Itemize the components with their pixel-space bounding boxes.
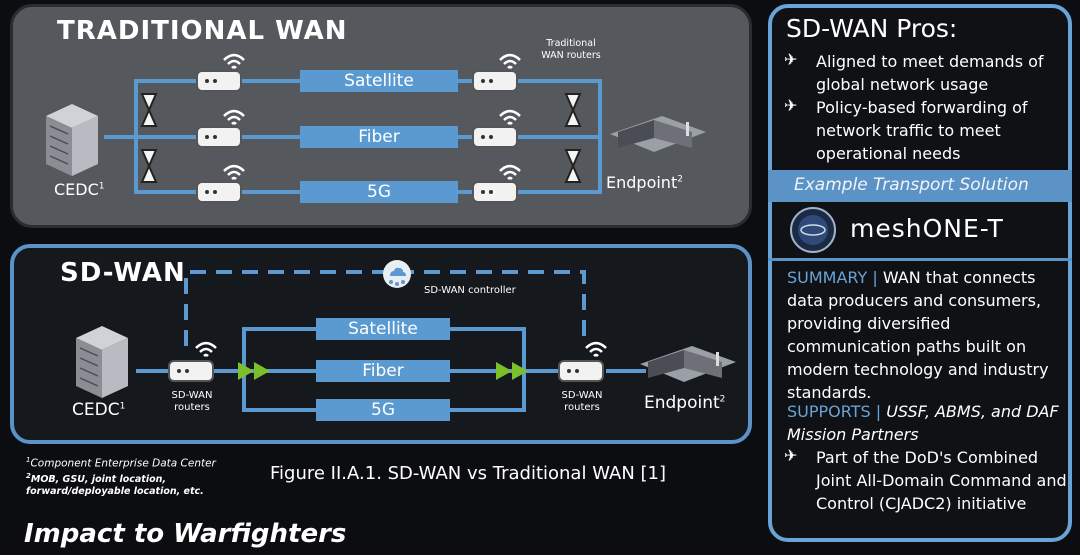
trad-link-5g: 5G: [300, 181, 458, 203]
wifi-icon: [499, 53, 521, 69]
cloud-controller-icon: [383, 260, 411, 288]
sd-line-source: [136, 369, 178, 373]
endpoint-building-icon: [640, 346, 736, 382]
trad-link-satellite: Satellite: [300, 70, 458, 92]
supports-item: Part of the DoD's Combined Joint All-Dom…: [816, 448, 1067, 513]
endpoint-building-icon: [610, 116, 706, 152]
sd-link-fiber: Fiber: [316, 360, 450, 382]
hourglass-icon: [140, 149, 158, 183]
meshone-logo-icon: [790, 207, 836, 253]
summary-block: SUMMARY | WAN that connects data produce…: [787, 268, 1049, 402]
sd-link-satellite: Satellite: [316, 318, 450, 340]
wifi-icon: [499, 109, 521, 125]
pros-item-2: Policy-based forwarding of network traff…: [816, 98, 1028, 163]
figure-caption: Figure II.A.1. SD-WAN vs Traditional WAN…: [270, 463, 666, 484]
pros-title: SD-WAN Pros:: [786, 14, 958, 43]
trad-router-left-1: [196, 70, 242, 92]
sdwan-pros-panel: [768, 4, 1072, 542]
trad-line-source: [104, 135, 134, 139]
trad-router-right-2: [472, 126, 518, 148]
pros-item-1: Aligned to meet demands of global networ…: [816, 52, 1044, 94]
trad-router-left-3: [196, 181, 242, 203]
traditional-wan-title: TRADITIONAL WAN: [57, 16, 348, 46]
hourglass-icon: [140, 93, 158, 127]
trad-cedc-label: CEDC1: [54, 180, 105, 199]
wifi-icon: [223, 164, 245, 180]
wifi-icon: [223, 109, 245, 125]
supports-block: SUPPORTS | USSF, ABMS, and DAF Mission P…: [787, 402, 1059, 444]
plane-bullet-icon: ✈: [784, 50, 798, 69]
sd-left-router-label: SD-WAN routers: [171, 390, 213, 413]
sdwan-controller-label: SD-WAN controller: [424, 285, 516, 296]
section-heading: Impact to Warfighters: [24, 519, 347, 549]
sd-right-router-label: SD-WAN routers: [561, 390, 603, 413]
sd-router-left: [168, 360, 214, 382]
plane-bullet-icon: ✈: [784, 446, 798, 465]
traditional-router-note: Traditional WAN routers: [541, 38, 601, 61]
hourglass-icon: [564, 93, 582, 127]
wifi-icon: [585, 341, 607, 357]
trad-endpoint-label: Endpoint2: [606, 173, 683, 192]
trad-router-right-3: [472, 181, 518, 203]
trad-router-right-1: [472, 70, 518, 92]
sd-cedc-label: CEDC1: [72, 400, 126, 420]
sd-router-right: [558, 360, 604, 382]
divider: [768, 258, 1072, 261]
wifi-icon: [223, 53, 245, 69]
server-rack-icon: [76, 326, 128, 398]
sd-line-dest: [606, 369, 646, 373]
solution-name: meshONE-T: [850, 214, 1004, 243]
arrow-right-icon: [238, 362, 270, 380]
trad-router-left-2: [196, 126, 242, 148]
arrow-right-icon: [496, 362, 528, 380]
example-banner: [768, 170, 1072, 202]
trad-link-fiber: Fiber: [300, 126, 458, 148]
wifi-icon: [499, 164, 521, 180]
example-heading: Example Transport Solution: [794, 175, 1029, 195]
hourglass-icon: [564, 149, 582, 183]
trad-line-right-vert: [598, 80, 602, 192]
sd-link-5g: 5G: [316, 399, 450, 421]
wifi-icon: [195, 341, 217, 357]
footnote-1: 1Component Enterprise Data Center: [26, 456, 216, 470]
sdwan-title: SD-WAN: [60, 258, 186, 288]
server-rack-icon: [46, 104, 98, 176]
footnote-2: 2MOB, GSU, joint location, forward/deplo…: [26, 472, 204, 498]
plane-bullet-icon: ✈: [784, 96, 798, 115]
sd-endpoint-label: Endpoint2: [644, 393, 726, 413]
